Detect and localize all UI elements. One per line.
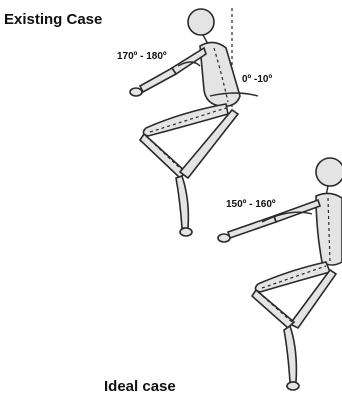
ideal-head — [316, 158, 342, 186]
ideal-shin-vertical — [284, 326, 296, 382]
existing-shin-line — [146, 136, 184, 172]
existing-head — [188, 9, 214, 35]
existing-shoulder-angle-label: 170º - 180º — [117, 51, 167, 62]
existing-hand — [130, 88, 142, 96]
existing-lower-leg — [140, 134, 186, 178]
ideal-upper-arm — [274, 200, 320, 222]
existing-trunk-angle-label: 0º -10º — [242, 74, 272, 85]
ideal-lower-leg — [252, 290, 294, 328]
ideal-shoulder-angle-label: 150º - 160º — [226, 199, 276, 210]
existing-foot — [180, 228, 192, 236]
ideal-case-title: Ideal case — [104, 378, 176, 395]
ideal-foot — [287, 382, 299, 390]
ideal-case-figure — [218, 158, 342, 390]
existing-forearm — [140, 68, 176, 92]
existing-case-title: Existing Case — [4, 11, 102, 28]
existing-shin-vertical — [176, 176, 188, 228]
ideal-hand — [218, 234, 230, 242]
